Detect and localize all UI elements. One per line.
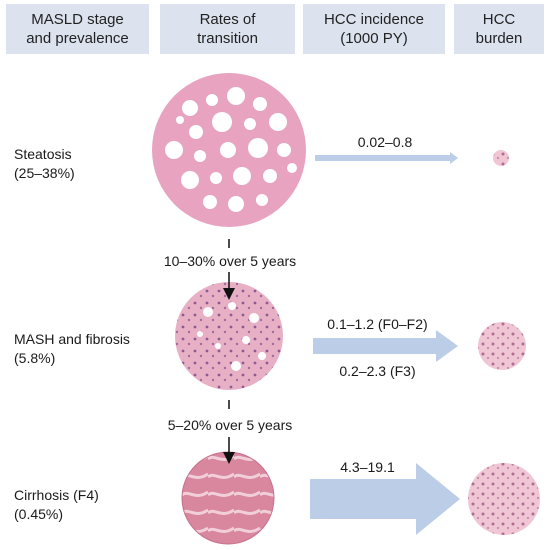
steatosis-histology-image <box>152 73 306 227</box>
incidence-arrow-cirrhosis <box>310 463 460 535</box>
header-line: burden <box>475 30 523 47</box>
hcc-burden-mash-image <box>478 322 526 370</box>
incidence-mash-f0-f2: 0.1–1.2 (F0–F2) <box>327 316 428 332</box>
stage-mash-label: MASH and fibrosis (5.8%) <box>14 330 130 368</box>
header-line: Rates of <box>199 11 256 28</box>
transition-label-2: 5–20% over 5 years <box>167 417 293 433</box>
header-line: HCC <box>482 11 516 28</box>
stage-name: MASH and fibrosis <box>14 331 130 347</box>
header-rates-of-transition: Rates of transition <box>160 4 295 54</box>
stage-steatosis-label: Steatosis (25–38%) <box>14 145 75 183</box>
incidence-mash-f3: 0.2–2.3 (F3) <box>339 363 416 379</box>
incidence-cirrhosis: 4.3–19.1 <box>340 459 395 475</box>
stage-prevalence: (0.45%) <box>14 506 64 522</box>
header-hcc-incidence: HCC incidence (1000 PY) <box>303 4 445 54</box>
header-line: transition <box>197 30 258 47</box>
stage-cirrhosis-label: Cirrhosis (F4) (0.45%) <box>14 486 99 524</box>
hcc-burden-steatosis-image <box>493 150 509 166</box>
header-line: and prevalence <box>26 30 129 47</box>
header-line: (1000 PY) <box>340 30 408 47</box>
stage-name: Steatosis <box>14 146 72 162</box>
header-line: MASLD stage <box>31 11 124 28</box>
cirrhosis-histology-image <box>181 451 275 545</box>
stage-name: Cirrhosis (F4) <box>14 487 99 503</box>
incidence-steatosis: 0.02–0.8 <box>357 134 413 150</box>
header-masld-stage: MASLD stage and prevalence <box>6 4 149 54</box>
header-line: HCC incidence <box>323 11 425 28</box>
stage-prevalence: (5.8%) <box>14 350 56 366</box>
stage-prevalence: (25–38%) <box>14 165 75 181</box>
hcc-burden-cirrhosis-image <box>468 463 540 535</box>
header-hcc-burden: HCC burden <box>454 4 544 54</box>
transition-label-1: 10–30% over 5 years <box>163 253 297 269</box>
incidence-arrow-steatosis <box>315 152 458 164</box>
mash-histology-image <box>175 282 283 390</box>
incidence-arrow-mash <box>313 330 458 362</box>
